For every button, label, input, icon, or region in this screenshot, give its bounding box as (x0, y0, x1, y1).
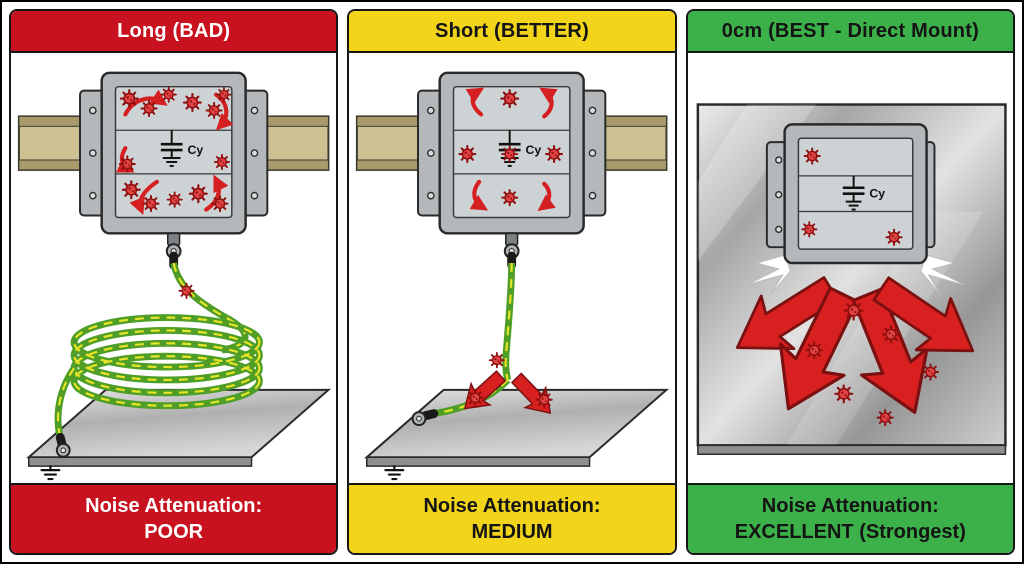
direct-mount-drawing: Cy (696, 103, 1007, 456)
attenuation-value: POOR (144, 521, 204, 543)
capacitor-label: Cy (187, 143, 203, 157)
ground-symbol (384, 465, 405, 481)
mounting-screws (88, 106, 259, 200)
noise-arrows (465, 87, 559, 212)
filter-box: Cy (765, 123, 936, 265)
filter-box: Cy (79, 71, 269, 235)
panel-long-header: Long (BAD) (11, 11, 337, 53)
panel-long-illustration: Cy (11, 53, 337, 483)
panel-direct-mount: 0cm (BEST - Direct Mount) (685, 9, 1015, 555)
panel-long-footer: Noise Attenuation: POOR (11, 483, 337, 553)
mounting-screws (427, 106, 597, 200)
plate-lug (411, 411, 427, 427)
short-ground-drawing: Cy (356, 71, 670, 481)
contact-flash (746, 254, 964, 296)
attenuation-label: Noise Attenuation: (761, 495, 939, 517)
ground-symbol (40, 465, 61, 481)
metal-plate (26, 388, 332, 467)
attenuation-value: MEDIUM (471, 521, 553, 543)
capacitor-label: Cy (869, 187, 885, 201)
capacitor-label: Cy (526, 143, 542, 157)
metal-plate (364, 388, 670, 467)
ground-terminal (165, 232, 182, 270)
attenuation-label: Noise Attenuation: (423, 495, 601, 517)
panel-direct-header: 0cm (BEST - Direct Mount) (687, 11, 1013, 53)
attenuation-label: Noise Attenuation: (85, 495, 263, 517)
plate-lug (55, 442, 71, 458)
noise-particle-on-wire (178, 282, 195, 299)
wire-coil (70, 314, 263, 410)
long-ground-drawing: Cy (17, 71, 332, 481)
panel-long-bad: Long (BAD) (9, 9, 339, 555)
panel-direct-footer: Noise Attenuation: EXCELLENT (Strongest) (687, 483, 1013, 553)
ground-terminal (504, 232, 520, 270)
panel-short-illustration: Cy (349, 53, 675, 483)
attenuation-value: EXCELLENT (Strongest) (734, 521, 966, 543)
panel-short-better: Short (BETTER) (347, 9, 677, 555)
panel-direct-illustration: Cy (687, 53, 1013, 483)
panel-short-footer: Noise Attenuation: MEDIUM (349, 483, 675, 553)
capacitor-cy (842, 175, 865, 211)
capacitor-cy (160, 130, 183, 167)
panel-short-header: Short (BETTER) (349, 11, 675, 53)
